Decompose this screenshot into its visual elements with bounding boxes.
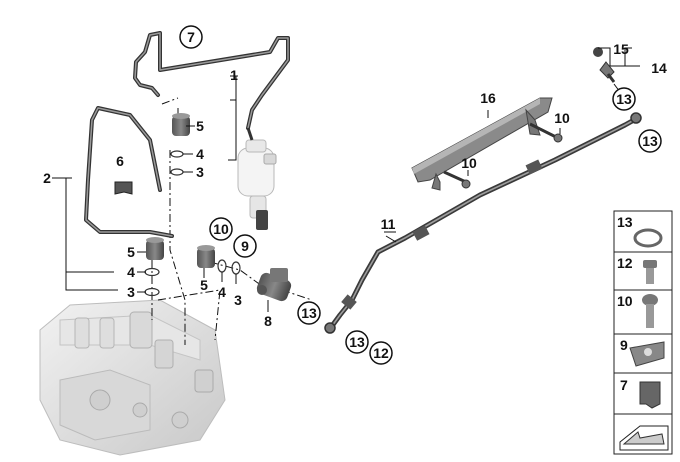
callout-10-b: 10 [461, 155, 477, 171]
callout-10-c: 10 [554, 110, 570, 126]
callout-13-d: 13 [642, 133, 658, 149]
bracket-bolts [443, 122, 563, 189]
abs-hydraulic-unit [39, 299, 226, 456]
callout-13-c: 13 [616, 91, 632, 107]
brake-line-2 [84, 106, 174, 238]
clip-6 [114, 181, 133, 195]
pressure-switch-8 [256, 268, 292, 302]
callout-2: 2 [43, 170, 51, 186]
callout-3-lower: 3 [234, 292, 242, 308]
legend-label-7: 7 [620, 377, 628, 393]
callout-5-upper: 5 [196, 118, 204, 134]
callout-circles [179, 25, 662, 365]
brake-hose-11 [329, 117, 637, 329]
callout-10-circle: 10 [213, 221, 229, 237]
legend-label-12: 12 [617, 255, 633, 271]
callout-4-middle: 4 [127, 264, 135, 280]
callout-1: 1 [230, 67, 238, 83]
callout-9: 9 [241, 238, 249, 254]
callout-3-middle: 3 [127, 284, 135, 300]
grommet-5-lower [197, 245, 215, 268]
callout-13-b: 13 [349, 334, 365, 350]
banjo-fittings [324, 112, 642, 334]
bleed-valve-15 [593, 47, 616, 83]
callout-3-upper: 3 [196, 164, 204, 180]
callout-numbers: 7 1 2 5 4 3 6 5 4 3 10 9 5 4 3 8 13 13 1… [43, 29, 667, 361]
callout-4-lower: 4 [218, 284, 226, 300]
sealing-ring-icon [633, 228, 663, 248]
legend-label-13: 13 [617, 214, 633, 230]
clip-icon [639, 381, 661, 409]
grommet-5-middle [146, 237, 164, 260]
arrow-plate-icon [619, 425, 669, 451]
callout-12: 12 [373, 345, 389, 361]
callout-14: 14 [651, 60, 667, 76]
leader-lines [52, 47, 640, 312]
callout-7: 7 [187, 29, 195, 45]
callout-5-middle: 5 [127, 244, 135, 260]
callout-16: 16 [480, 90, 496, 106]
grommet-5-upper [172, 113, 190, 136]
callout-4-upper: 4 [196, 146, 204, 162]
legend-label-9: 9 [620, 337, 628, 353]
legend-label-10: 10 [617, 293, 633, 309]
callout-5-lower: 5 [200, 277, 208, 293]
brake-line-1 [133, 31, 290, 130]
callout-6: 6 [116, 153, 124, 169]
holder-icon [629, 341, 665, 367]
banjo-bolt-icon [643, 260, 657, 284]
callout-13-a: 13 [301, 305, 317, 321]
callout-8: 8 [264, 313, 272, 329]
callout-15: 15 [613, 41, 629, 57]
callout-11: 11 [381, 216, 396, 232]
brake-cylinder [237, 127, 277, 230]
bracket-16 [411, 97, 553, 191]
hex-bolt-icon [642, 294, 658, 328]
parts-legend: 13 12 10 9 7 [613, 210, 673, 455]
